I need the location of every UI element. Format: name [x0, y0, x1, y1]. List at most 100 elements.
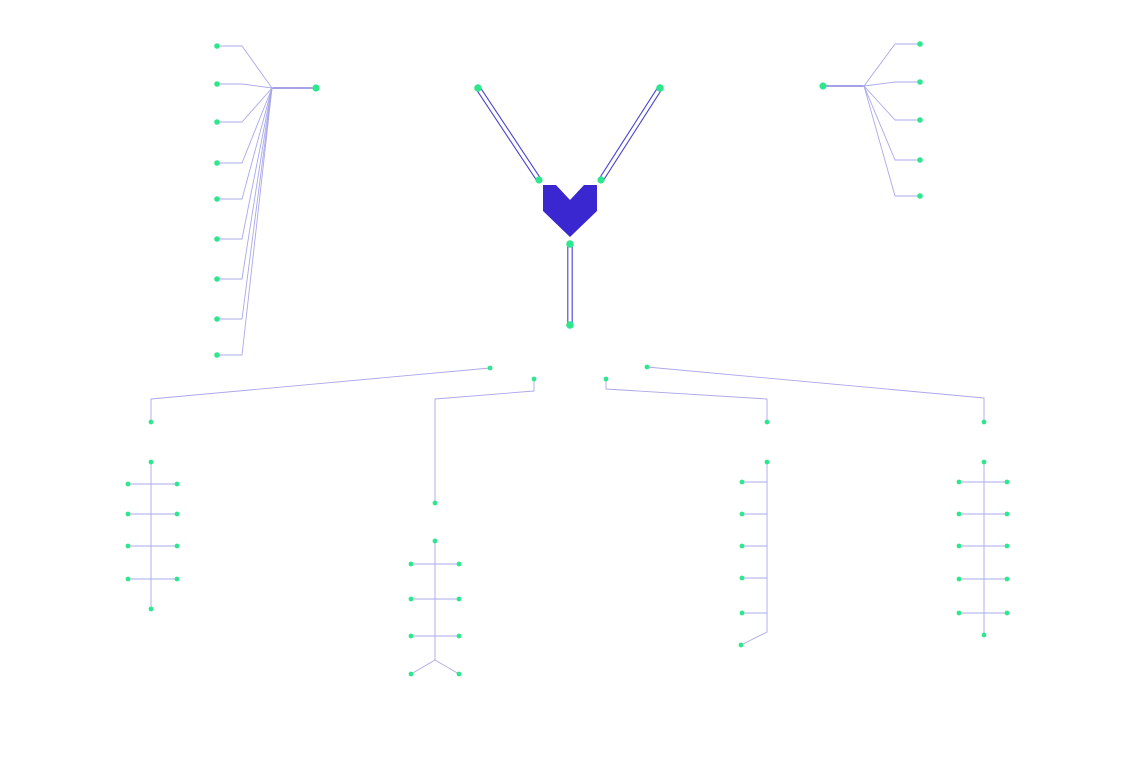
hub-heart-icon[interactable] — [543, 185, 597, 237]
tree-1-leaf-node[interactable] — [174, 511, 180, 517]
fan-left-leaf-node[interactable] — [214, 160, 220, 166]
fan-right-branch — [863, 85, 921, 161]
tree-4-leaf-node[interactable] — [1004, 479, 1010, 485]
tree-feed-link-1 — [150, 367, 491, 423]
tree-4-leaf-node[interactable] — [956, 543, 962, 549]
tree-2-leaf-node[interactable] — [456, 561, 462, 567]
hub-port-left[interactable] — [535, 176, 543, 184]
tree-4-leaf-node[interactable] — [1004, 610, 1010, 616]
fan-left-leaf-node[interactable] — [214, 196, 220, 202]
link-end-node-right[interactable] — [656, 84, 664, 92]
double-link-rail — [598, 86, 659, 180]
feed-node[interactable] — [644, 364, 650, 370]
fan-left-leaf-node[interactable] — [214, 276, 220, 282]
tree-2-leaf-node[interactable] — [408, 596, 414, 602]
tree-3-leaf-node[interactable] — [739, 511, 745, 517]
connection-layer — [127, 43, 1008, 675]
fan-left-branch — [216, 87, 273, 123]
fan-left-leaf-node[interactable] — [214, 352, 220, 358]
fan-right-leaf-node[interactable] — [917, 193, 923, 199]
fan-right-branch — [863, 81, 921, 87]
feed-node[interactable] — [487, 365, 493, 371]
fan-left-branch — [216, 83, 273, 89]
tree-4-leaf-node[interactable] — [1004, 543, 1010, 549]
hub-port-right[interactable] — [597, 176, 605, 184]
tree-1-root-node[interactable] — [148, 459, 154, 465]
fan-right-branch — [863, 85, 921, 121]
fan-left-branch — [216, 45, 273, 89]
fan-left-branch — [216, 87, 273, 200]
double-link-rail — [475, 88, 538, 182]
fan-right-root-node[interactable] — [819, 82, 827, 90]
tree-feed-link-4 — [646, 366, 985, 423]
tree-1-leaf-node[interactable] — [125, 576, 131, 582]
fan-right-branch — [863, 85, 921, 197]
tree-1-leaf-node[interactable] — [125, 511, 131, 517]
tree-feed-link-2 — [434, 378, 535, 504]
tree-feed-link-3 — [605, 378, 768, 423]
tree-3-leaf-node[interactable] — [739, 610, 745, 616]
feed-node[interactable] — [603, 376, 609, 382]
tree-entry-node[interactable] — [764, 419, 770, 425]
fan-left-leaf-node[interactable] — [214, 236, 220, 242]
double-link-bottom — [567, 243, 573, 326]
tree-2-leaf-node[interactable] — [456, 633, 462, 639]
fan-left-branch — [216, 87, 273, 240]
fan-right-leaf-node[interactable] — [917, 79, 923, 85]
hub-layer — [543, 185, 597, 237]
fan-right-leaf-node[interactable] — [917, 117, 923, 123]
tree-2-leaf-node[interactable] — [456, 596, 462, 602]
tree-3-tail — [740, 631, 768, 646]
tree-2-root-node[interactable] — [432, 538, 438, 544]
tree-1-leaf-node[interactable] — [174, 543, 180, 549]
tree-entry-node[interactable] — [432, 500, 438, 506]
tree-2-fork — [410, 659, 436, 675]
tree-4-leaf-node[interactable] — [1004, 511, 1010, 517]
tree-4-tail-node[interactable] — [981, 632, 987, 638]
feed-node[interactable] — [531, 376, 537, 382]
double-link-top-right — [598, 86, 663, 182]
tree-1-leaf-node[interactable] — [174, 576, 180, 582]
tree-1-leaf-node[interactable] — [125, 543, 131, 549]
double-link-top-left — [475, 86, 542, 182]
tree-3-root-node[interactable] — [764, 459, 770, 465]
tree-4-leaf-node[interactable] — [956, 576, 962, 582]
double-link-rail — [602, 88, 663, 182]
tree-3-leaf-node[interactable] — [738, 642, 744, 648]
tree-1-leaf-node[interactable] — [174, 481, 180, 487]
fan-left-branch — [216, 87, 273, 164]
node-layer — [125, 41, 1010, 677]
fan-left-leaf-node[interactable] — [214, 119, 220, 125]
double-link-rail — [479, 86, 542, 180]
fan-left-leaf-node[interactable] — [214, 316, 220, 322]
tree-3-leaf-node[interactable] — [739, 543, 745, 549]
fan-left-leaf-node[interactable] — [214, 81, 220, 87]
tree-4-leaf-node[interactable] — [956, 610, 962, 616]
tree-2-leaf-node[interactable] — [408, 633, 414, 639]
tree-4-leaf-node[interactable] — [956, 479, 962, 485]
tree-1-leaf-node[interactable] — [125, 481, 131, 487]
tree-entry-node[interactable] — [148, 419, 154, 425]
link-end-node-left[interactable] — [474, 84, 482, 92]
tree-2-leaf-node[interactable] — [408, 671, 414, 677]
fan-right-branch — [863, 43, 921, 87]
tree-4-leaf-node[interactable] — [956, 511, 962, 517]
tree-3-leaf-node[interactable] — [739, 479, 745, 485]
tree-2-leaf-node[interactable] — [408, 561, 414, 567]
tree-4-root-node[interactable] — [981, 459, 987, 465]
tree-entry-node[interactable] — [981, 419, 987, 425]
tree-4-leaf-node[interactable] — [1004, 576, 1010, 582]
tree-2-leaf-node[interactable] — [456, 671, 462, 677]
fan-right-leaf-node[interactable] — [917, 41, 923, 47]
tree-3-leaf-node[interactable] — [739, 575, 745, 581]
fan-right-leaf-node[interactable] — [917, 157, 923, 163]
hub-port-bottom[interactable] — [566, 240, 574, 248]
link-end-node-bottom[interactable] — [566, 321, 574, 329]
tree-1-tail-node[interactable] — [148, 606, 154, 612]
fan-left-branch — [216, 87, 273, 356]
fan-left-root-node[interactable] — [312, 84, 320, 92]
tree-2-fork — [434, 659, 460, 675]
fan-left-leaf-node[interactable] — [214, 43, 220, 49]
